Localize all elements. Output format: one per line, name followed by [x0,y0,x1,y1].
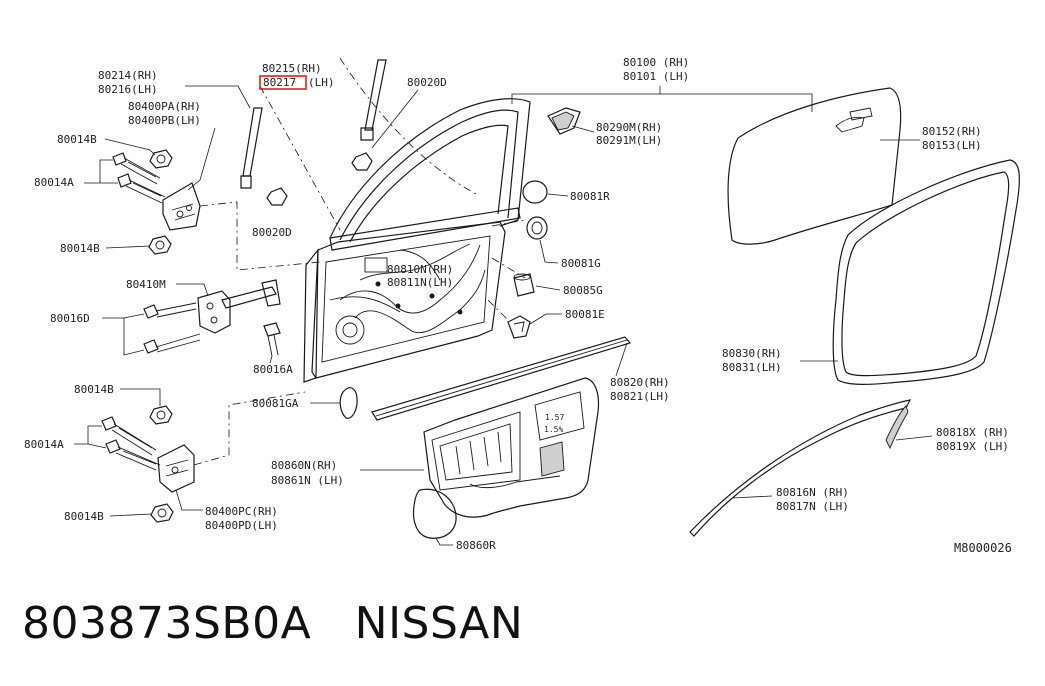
svg-text:1.57: 1.57 [545,413,564,422]
label-80821: 80821(LH) [610,390,670,403]
label-80014a-1: 80014A [34,176,74,189]
label-80810n: 80810N(RH) [387,263,453,276]
clip-80081ga [339,387,358,419]
label-80811n: 80811N(LH) [387,276,453,289]
label-80014b-1: 80014B [57,133,97,146]
label-80081ga: 80081GA [252,397,299,410]
label-80081e: 80081E [565,308,605,321]
label-80400pd: 80400PD(LH) [205,519,278,532]
label-80820: 80820(RH) [610,376,670,389]
label-80014a-2: 80014A [24,438,64,451]
label-80215: 80215(RH) [262,62,322,75]
weatherstrip [832,159,1020,385]
trim-sheet-80860r [412,488,457,539]
label-80400pb: 80400PB(LH) [128,114,201,127]
grommet-icon [351,152,373,171]
belt-moulding [371,336,632,421]
label-80014b-3: 80014B [74,383,114,396]
diagram-code: M8000026 [954,541,1012,555]
label-80016a: 80016A [253,363,293,376]
bolt-icon [143,302,197,319]
caption-part-number: 803873SB0A [22,598,312,649]
svg-text:1.5%: 1.5% [544,425,563,434]
label-80153: 80153(LH) [922,139,982,152]
bumper-80085g [513,273,535,297]
upper-hinge-group [112,149,201,255]
label-80860r: 80860R [456,539,496,552]
label-80216: 80216(LH) [98,83,158,96]
label-80860n: 80860N(RH) [271,459,337,472]
label-80081g: 80081G [561,257,601,270]
label-80020d-top: 80020D [407,76,447,89]
label-80014b-2: 80014B [60,242,100,255]
bolt-icon [143,333,201,354]
label-80400pc: 80400PC(RH) [205,505,278,518]
label-80291m: 80291M(LH) [596,134,662,147]
label-80014b-4: 80014B [64,510,104,523]
label-80152: 80152(RH) [922,125,982,138]
caption-brand: NISSAN [354,598,524,649]
highlighted-part-box [259,75,307,90]
label-80861n: 80861N (LH) [271,474,344,487]
nut-icon [150,503,174,523]
bolt-icon [101,416,157,456]
label-80818x: 80818X (RH) [936,426,1009,439]
bolt-icon [112,152,161,185]
bolt-icon [105,439,161,471]
seal-strip-group [240,59,387,206]
clip-80081e [507,315,531,339]
label-80085g: 80085G [563,284,603,297]
label-80217-suffix: (LH) [308,76,335,89]
bolt-icon [117,173,166,204]
label-80830: 80830(RH) [722,347,782,360]
label-80100: 80100 (RH) [623,56,689,69]
label-80817n: 80817N (LH) [776,500,849,513]
bolt-icon [263,322,281,357]
label-80816n: 80816N (RH) [776,486,849,499]
label-80217: 80217 [263,76,296,89]
label-80400pa: 80400PA(RH) [128,100,201,113]
door-frame [303,98,531,383]
label-80081r: 80081R [570,190,610,203]
trim-panel: 1.57 1.5% [423,377,600,518]
label-80101: 80101 (LH) [623,70,689,83]
label-80831: 80831(LH) [722,361,782,374]
label-80214: 80214(RH) [98,69,158,82]
sash-moulding [689,399,912,537]
nut-icon [149,149,173,169]
label-80819x: 80819X (LH) [936,440,1009,453]
door-check-group [143,279,281,357]
nut-icon [148,235,172,255]
plug-80081g [526,216,548,240]
part-caption: 803873SB0A NISSAN [22,598,523,649]
lower-hinge-group [101,405,195,523]
label-80290m: 80290M(RH) [596,121,662,134]
nut-icon [149,405,173,425]
outer-panel [727,87,902,245]
grommet-icon [266,187,288,206]
label-80020d-mid: 80020D [252,226,292,239]
plug-80081r [522,180,548,204]
label-80410m: 80410M [126,278,166,291]
label-80016d: 80016D [50,312,90,325]
mirror-patch [547,107,581,135]
